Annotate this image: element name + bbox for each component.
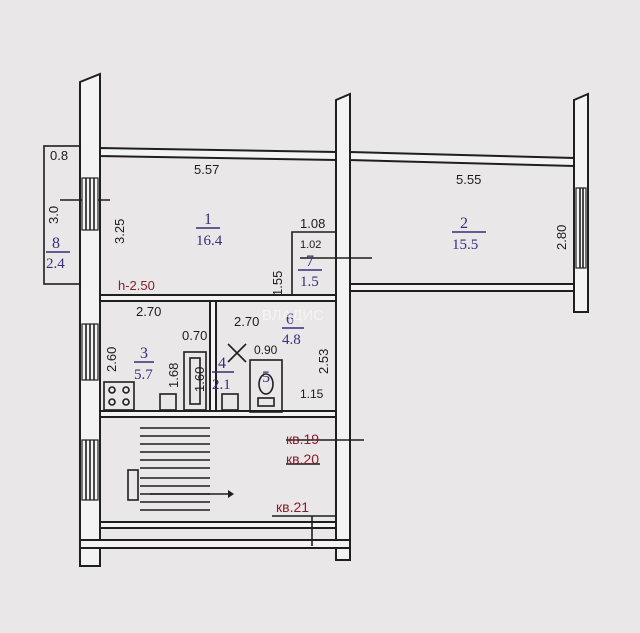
dim-hall-height: 2.53: [316, 349, 331, 374]
room-5: 5: [262, 369, 270, 386]
room-4: 4 2.1: [212, 355, 234, 393]
dim-balcony-width: 0.8: [50, 148, 68, 163]
dim-bath-height: 1.60: [192, 367, 207, 392]
room-3: 3 5.7: [134, 345, 154, 383]
apartment-19: кв.19: [286, 431, 319, 447]
svg-text:15.5: 15.5: [452, 237, 478, 253]
dim-kitchen-nook: 1.68: [166, 363, 181, 388]
apartment-21: кв.21: [276, 499, 309, 515]
svg-text:5.7: 5.7: [134, 367, 153, 383]
svg-text:3: 3: [140, 345, 148, 362]
dim-room1-width: 5.57: [194, 162, 219, 177]
svg-text:2: 2: [460, 215, 468, 232]
ceiling-height: h-2.50: [118, 278, 155, 293]
dim-hall-width: 2.70: [234, 314, 259, 329]
dim-room1-height: 3.25: [112, 219, 127, 244]
staircase: [127, 427, 234, 511]
svg-text:5: 5: [262, 369, 270, 386]
dim-entry-width: 1.15: [300, 387, 324, 401]
svg-text:1: 1: [204, 211, 212, 228]
watermark: ВЛАДИС: [262, 307, 324, 324]
room-2: 2 15.5: [452, 215, 486, 253]
svg-text:4.8: 4.8: [282, 332, 301, 348]
svg-text:16.4: 16.4: [196, 233, 223, 249]
svg-text:1.5: 1.5: [300, 274, 319, 290]
room-7: 7 1.5: [298, 253, 322, 290]
dim-room2-height: 2.80: [554, 225, 569, 250]
svg-text:7: 7: [306, 253, 314, 270]
svg-text:6: 6: [286, 311, 294, 328]
svg-text:8: 8: [52, 235, 60, 252]
dim-kitchen-width: 2.70: [136, 304, 161, 319]
dim-balcony-length: 3.0: [46, 206, 61, 224]
dim-closet-width: 1.08: [300, 216, 325, 231]
dim-kitchen-height: 2.60: [104, 347, 119, 372]
apartment-20: кв.20: [286, 451, 319, 467]
dim-bath-width: 0.70: [182, 328, 207, 343]
room-8: 8 2.4: [46, 235, 70, 272]
windows: [81, 177, 587, 501]
room-6: 6 4.8: [282, 311, 304, 348]
svg-text:2.1: 2.1: [212, 377, 231, 393]
room-1: 1 16.4: [196, 211, 223, 249]
dim-wc-width: 0.90: [254, 343, 278, 357]
dim-closet-height: 1.55: [270, 271, 285, 296]
dim-room2-width: 5.55: [456, 172, 481, 187]
svg-text:2.4: 2.4: [46, 256, 65, 272]
dim-closet-inner: 1.02: [300, 239, 321, 251]
svg-text:4: 4: [218, 355, 226, 372]
